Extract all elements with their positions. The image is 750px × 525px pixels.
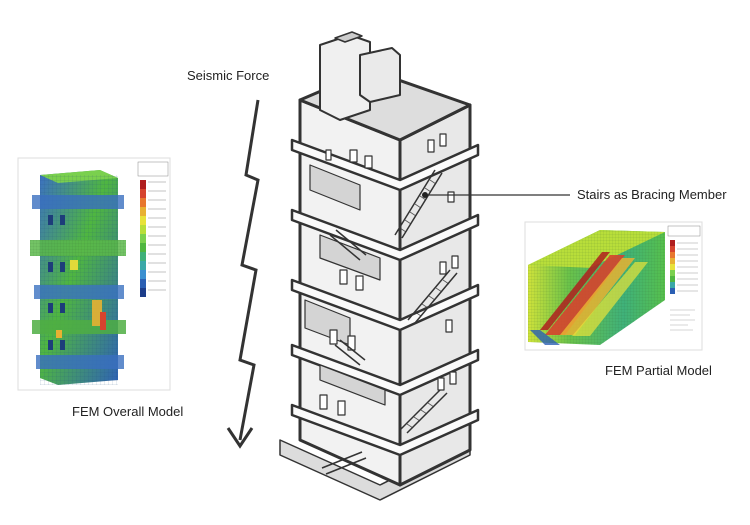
stairs-leader xyxy=(422,192,570,198)
fem-partial-label: FEM Partial Model xyxy=(605,363,712,378)
fem-overall-legend xyxy=(137,161,169,297)
fem-overall-label: FEM Overall Model xyxy=(72,404,184,419)
seismic-force-label: Seismic Force xyxy=(187,68,270,83)
legend-color-bar xyxy=(140,180,146,297)
fem-partial-legend xyxy=(667,225,701,331)
fem-partial-panel xyxy=(524,221,703,351)
building-illustration xyxy=(279,31,480,501)
fem-overall-panel xyxy=(17,157,171,391)
zigzag-down-arrow-icon xyxy=(226,99,260,449)
stairs-bracing-label: Stairs as Bracing Member xyxy=(577,187,727,202)
fem-partial-model xyxy=(528,230,665,345)
fem-overall-tower xyxy=(30,170,126,385)
leader-dot-icon xyxy=(422,192,428,198)
